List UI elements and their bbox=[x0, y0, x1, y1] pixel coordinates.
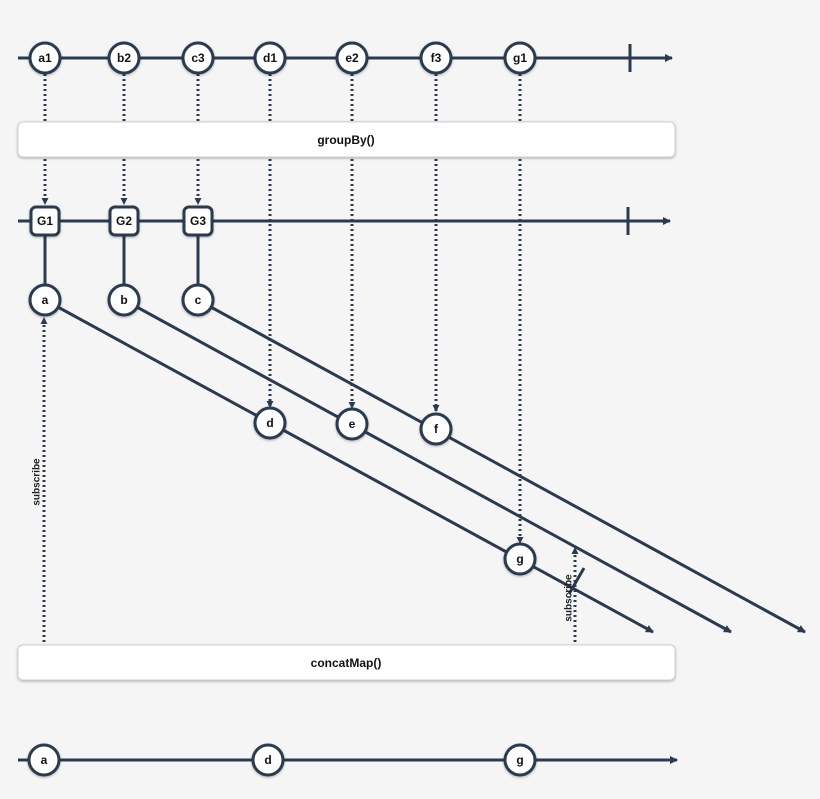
marble-G1: G1 bbox=[29, 205, 61, 237]
group-stream-a bbox=[44, 298, 654, 634]
svg-text:g1: g1 bbox=[513, 51, 527, 65]
svg-text:c3: c3 bbox=[191, 51, 205, 65]
group-stream-c bbox=[197, 298, 806, 634]
subscribe-label-2: subscribe bbox=[564, 574, 575, 622]
marble-a1: a1 bbox=[28, 41, 62, 75]
svg-text:e2: e2 bbox=[345, 51, 359, 65]
svg-text:d: d bbox=[266, 416, 273, 430]
svg-text:G2: G2 bbox=[116, 214, 132, 228]
svg-text:d: d bbox=[264, 753, 271, 767]
svg-text:G3: G3 bbox=[190, 214, 206, 228]
marble-b: b bbox=[107, 283, 141, 317]
svg-text:e: e bbox=[349, 417, 356, 431]
group-marbles: G1 G2 G3 bbox=[29, 205, 214, 237]
marble-G2: G2 bbox=[108, 205, 140, 237]
svg-text:a: a bbox=[42, 293, 49, 307]
marble-f3: f3 bbox=[419, 41, 453, 75]
concatmap-label: concatMap() bbox=[311, 656, 382, 670]
concatmap-operator: concatMap() bbox=[17, 644, 676, 681]
source-marbles: a1 b2 c3 d1 e2 f3 g1 bbox=[28, 41, 537, 75]
group-stream-b bbox=[123, 298, 732, 634]
output-marble-a: a bbox=[27, 743, 61, 777]
svg-text:a1: a1 bbox=[38, 51, 52, 65]
output-marble-g: g bbox=[503, 743, 537, 777]
marble-f: f bbox=[419, 412, 453, 446]
svg-text:b2: b2 bbox=[117, 51, 131, 65]
svg-text:c: c bbox=[195, 293, 202, 307]
svg-text:a: a bbox=[41, 753, 48, 767]
marble-d: d bbox=[253, 406, 287, 440]
marble-G3: G3 bbox=[182, 205, 214, 237]
groupby-label: groupBy() bbox=[317, 133, 374, 147]
svg-text:f: f bbox=[434, 422, 439, 436]
marble-c: c bbox=[181, 283, 215, 317]
marble-e2: e2 bbox=[335, 41, 369, 75]
svg-text:f3: f3 bbox=[431, 51, 442, 65]
marble-a: a bbox=[28, 283, 62, 317]
output-marble-d: d bbox=[251, 743, 285, 777]
output-marbles: a d g bbox=[27, 743, 537, 777]
subscribe-label-1: subscribe bbox=[32, 458, 43, 506]
groupby-operator: groupBy() bbox=[17, 121, 676, 158]
svg-text:g: g bbox=[516, 753, 523, 767]
svg-text:g: g bbox=[516, 552, 523, 566]
marble-g: g bbox=[503, 542, 537, 576]
marble-g1: g1 bbox=[503, 41, 537, 75]
marble-e: e bbox=[335, 407, 369, 441]
svg-text:b: b bbox=[120, 293, 127, 307]
marble-b2: b2 bbox=[107, 41, 141, 75]
svg-text:d1: d1 bbox=[263, 51, 277, 65]
marble-c3: c3 bbox=[181, 41, 215, 75]
group-stream-marbles: a b c d e f g bbox=[28, 283, 537, 576]
marble-d1: d1 bbox=[253, 41, 287, 75]
svg-text:G1: G1 bbox=[37, 214, 53, 228]
